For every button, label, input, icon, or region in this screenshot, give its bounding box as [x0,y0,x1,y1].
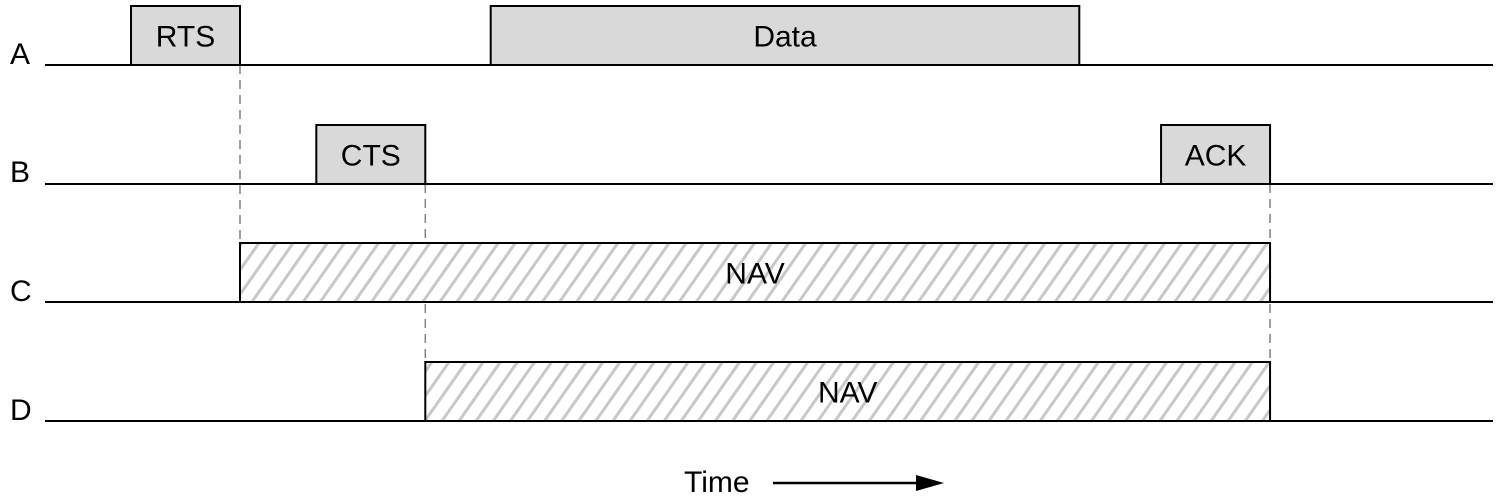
cts-label: CTS [341,140,401,173]
nav-label: NAV [725,258,784,291]
nav-period-d: NAV [424,361,1272,422]
cts-frame: CTS [315,124,427,185]
guide-lines [239,65,1271,362]
data-label: Data [753,21,817,54]
ack-label: ACK [1185,140,1247,173]
data-frame: Data [489,5,1081,66]
time-label: Time [684,466,750,499]
station-label-c: C [10,275,32,308]
frame-box [489,5,1081,66]
frame-box [1160,124,1272,185]
nav-label: NAV [818,377,877,410]
time-arrow-icon [916,475,944,491]
station-label-a: A [10,38,30,71]
nav-box [424,361,1272,422]
time-axis: Time [684,466,944,499]
nav-box [239,242,1272,303]
nav-period-c: NAV [239,242,1272,303]
rts-label: RTS [156,21,215,54]
frame-box [315,124,427,185]
ack-frame: ACK [1160,124,1272,185]
station-label-b: B [10,156,30,189]
station-label-d: D [10,394,32,427]
frame-box [130,5,241,66]
rts-frame: RTS [130,5,241,66]
